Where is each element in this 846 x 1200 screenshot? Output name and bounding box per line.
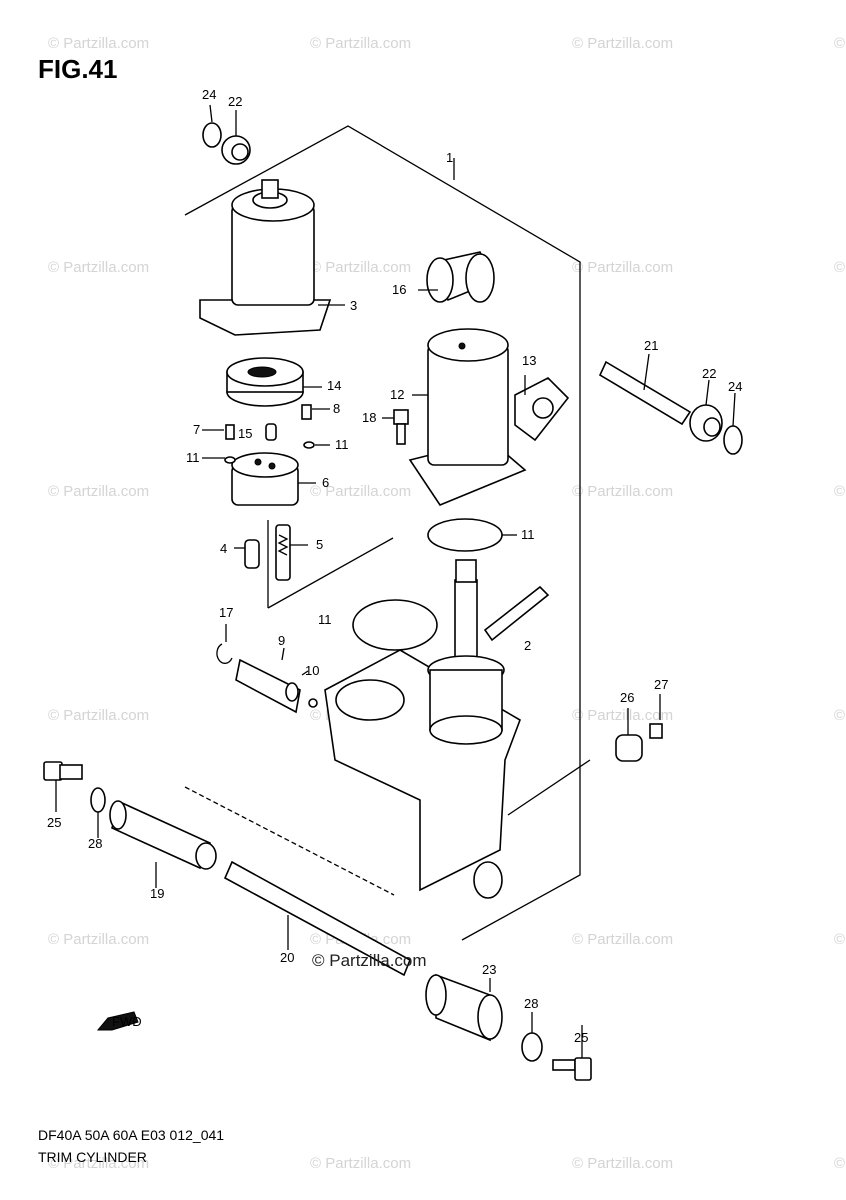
- watermark-text: © Partzilla.com: [48, 707, 149, 724]
- callout-9: 9: [278, 633, 285, 648]
- callout-8: 8: [333, 401, 340, 416]
- pin-19: [43, 761, 217, 870]
- watermark-text: © Partzilla.com: [834, 483, 846, 500]
- watermark-text: © Partzilla.com: [48, 483, 149, 500]
- cylinder-assembly: [324, 559, 521, 899]
- callout-14: 14: [327, 378, 341, 393]
- center-watermark: © Partzilla.com: [312, 951, 427, 970]
- watermark-text: © Partzilla.com: [48, 35, 149, 52]
- callout-17: 17: [219, 605, 233, 620]
- callout-28a: 28: [88, 836, 102, 851]
- callout-19: 19: [150, 886, 164, 901]
- callout-21: 21: [644, 338, 658, 353]
- callout-labels: 1 2 3 4 5 6 7 8 9 10 11 11 11 11 12 13 1…: [47, 87, 742, 1045]
- watermark-text: © Partzilla.com: [834, 35, 846, 52]
- screw-18: [393, 409, 409, 445]
- bushing-26: [615, 723, 663, 762]
- callout-1: 1: [446, 150, 453, 165]
- watermark-text: © Partzilla.com: [572, 707, 673, 724]
- assembly-outline: [184, 125, 581, 941]
- footer-code: DF40A 50A 60A E03 012_041: [38, 1127, 225, 1143]
- watermark-text: © Partzilla.com: [572, 259, 673, 276]
- watermark-text: © Partzilla.com: [48, 1155, 149, 1172]
- watermark-text: © Partzilla.com: [310, 1155, 411, 1172]
- watermark-text: © Partzilla.com: [572, 483, 673, 500]
- watermark-text: © Partzilla.com: [834, 1155, 846, 1172]
- valves-4-5: [244, 524, 291, 581]
- fwd-arrow-icon: FWD: [96, 1011, 142, 1031]
- callout-6: 6: [322, 475, 329, 490]
- fwd-label: FWD: [112, 1014, 142, 1029]
- watermark-text: © Partzilla.com: [310, 35, 411, 52]
- footer-name: TRIM CYLINDER: [38, 1149, 147, 1165]
- watermark-text: © Partzilla.com: [834, 931, 846, 948]
- callout-4: 4: [220, 541, 227, 556]
- reservoir-12: [408, 328, 527, 506]
- callout-27: 27: [654, 677, 668, 692]
- shaft-21: [598, 360, 743, 455]
- bushing-23: [425, 973, 592, 1081]
- callout-15: 15: [238, 426, 252, 441]
- bushing-16: [426, 251, 495, 303]
- watermark-text: © Partzilla.com: [572, 35, 673, 52]
- watermark-text: © Partzilla.com: [48, 931, 149, 948]
- callout-22b: 22: [702, 366, 716, 381]
- callout-22a: 22: [228, 94, 242, 109]
- small-fittings: [224, 404, 315, 464]
- callout-18: 18: [362, 410, 376, 425]
- shaft-20: [223, 860, 412, 977]
- callout-2: 2: [524, 638, 531, 653]
- callout-24b: 24: [728, 379, 742, 394]
- leader-lines: [55, 104, 736, 1058]
- callout-25a: 25: [47, 815, 61, 830]
- watermark-text: © Partzilla.com: [572, 1155, 673, 1172]
- callout-28b: 28: [524, 996, 538, 1011]
- callout-10: 10: [305, 663, 319, 678]
- callout-23: 23: [482, 962, 496, 977]
- watermark-text: © Partzilla.com: [310, 259, 411, 276]
- callout-5: 5: [316, 537, 323, 552]
- collar-22-top: [202, 122, 251, 165]
- watermark-layer: © Partzilla.com © Partzilla.com © Partzill…: [48, 35, 846, 1172]
- pump-14: [226, 357, 304, 407]
- callout-24a: 24: [202, 87, 216, 102]
- callout-12: 12: [390, 387, 404, 402]
- watermark-text: © Partzilla.com: [310, 483, 411, 500]
- callout-11d: 11: [318, 612, 332, 627]
- callout-25b: 25: [574, 1030, 588, 1045]
- callout-16: 16: [392, 282, 406, 297]
- watermark-text: © Partzilla.com: [48, 259, 149, 276]
- callout-11b: 11: [186, 450, 200, 465]
- valve-9-10: [216, 643, 318, 714]
- fig-title: FIG.41: [38, 54, 118, 84]
- callout-11a: 11: [335, 437, 349, 452]
- watermark-text: © Partzilla.com: [834, 707, 846, 724]
- part-13: [514, 377, 570, 442]
- callout-20: 20: [280, 950, 294, 965]
- callout-7: 7: [193, 422, 200, 437]
- o-rings: [352, 518, 503, 651]
- callout-26: 26: [620, 690, 634, 705]
- callout-3: 3: [350, 298, 357, 313]
- trim-motor: [199, 179, 345, 336]
- bracket-2: [483, 585, 550, 642]
- callout-11c: 11: [521, 527, 535, 542]
- callout-13: 13: [522, 353, 536, 368]
- watermark-text: © Partzilla.com: [834, 259, 846, 276]
- valve-body-6: [231, 452, 299, 506]
- watermark-text: © Partzilla.com: [572, 931, 673, 948]
